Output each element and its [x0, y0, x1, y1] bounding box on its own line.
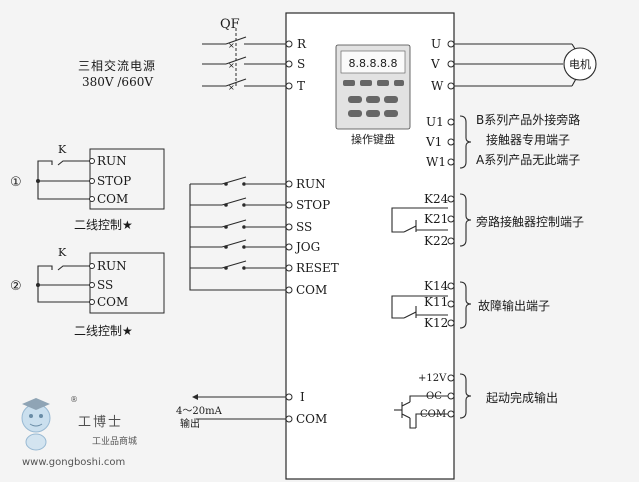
- bypass-note-line3: A系列产品无此端子: [476, 153, 580, 167]
- two-wire-1-run: RUN: [97, 154, 127, 168]
- keyboard-display: [340, 50, 406, 74]
- terminal-k12: K12: [424, 316, 448, 330]
- breaker-switch: × × ×: [202, 28, 289, 92]
- start-complete-label: 起动完成输出: [486, 390, 558, 405]
- two-wire-2-com: COM: [97, 295, 128, 309]
- terminal-v1: V1: [425, 135, 442, 149]
- terminal-t: T: [297, 79, 305, 93]
- terminal-u1: U1: [426, 115, 444, 129]
- terminal-k14: K14: [424, 279, 449, 293]
- two-wire-2-ss: SS: [97, 278, 113, 292]
- terminal-i: I: [300, 390, 305, 404]
- key-6[interactable]: [366, 96, 380, 103]
- key-5[interactable]: [348, 96, 362, 103]
- two-wire-1-number: ①: [10, 175, 22, 190]
- fault-relay-symbol: [391, 295, 448, 319]
- fault-output-label: 故障输出端子: [478, 298, 550, 313]
- key-3[interactable]: [377, 80, 389, 86]
- analog-output-label: 输出: [180, 417, 200, 430]
- key-10[interactable]: [384, 110, 398, 117]
- bypass-note-line1: B系列产品外接旁路: [476, 112, 580, 127]
- two-wire-2-switch-label: K: [58, 246, 67, 259]
- motor-label: 电机: [569, 57, 591, 71]
- breaker-label: QF: [220, 17, 240, 32]
- terminal-u: U: [431, 37, 441, 51]
- keyboard-label: 操作键盘: [351, 132, 395, 146]
- control-inputs: [189, 176, 293, 294]
- bypass-note-line2: 接触器专用端子: [486, 132, 570, 147]
- terminal-ss: SS: [296, 220, 312, 234]
- power-supply-voltage: 380V /660V: [82, 75, 153, 89]
- two-wire-2-caption: 二线控制★: [74, 324, 133, 338]
- terminal-reset: RESET: [296, 261, 339, 275]
- watermark-brand: 工博士: [78, 415, 123, 430]
- two-wire-2-number: ②: [10, 279, 22, 294]
- operation-keyboard: 8.8.8.8.8 操作键盘: [335, 44, 411, 146]
- terminal-w: W: [431, 79, 444, 93]
- bypass-relay-symbol: [391, 207, 448, 233]
- key-7[interactable]: [384, 96, 398, 103]
- two-wire-1-stop: STOP: [97, 174, 131, 188]
- key-2[interactable]: [360, 80, 372, 86]
- terminal-stop: STOP: [296, 198, 330, 212]
- analog-output-range: 4～20mA: [176, 406, 223, 417]
- terminal-v: V: [430, 57, 440, 71]
- mascot-icon: [21, 398, 51, 451]
- terminal-k24: K24: [424, 192, 449, 206]
- terminal-com-analog: COM: [296, 412, 327, 426]
- terminal-s: S: [297, 57, 305, 71]
- svg-text:×: ×: [228, 61, 235, 70]
- two-wire-1-caption: 二线控制★: [74, 218, 133, 232]
- terminal-w1: W1: [426, 155, 446, 169]
- terminal-com: COM: [296, 283, 327, 297]
- transistor-symbol: [394, 395, 448, 429]
- two-wire-1-switch-label: K: [58, 143, 67, 156]
- terminal-k21: K21: [424, 212, 448, 226]
- watermark-registered: ®: [70, 395, 78, 404]
- two-wire-1-com: COM: [97, 192, 128, 206]
- svg-text:×: ×: [228, 41, 235, 50]
- two-wire-control-1: ① K RUN STOP COM 二线控制★: [10, 143, 165, 232]
- power-supply-label: 三相交流电源: [78, 58, 156, 73]
- svg-text:×: ×: [228, 83, 235, 92]
- key-8[interactable]: [348, 110, 362, 117]
- two-wire-2-run: RUN: [97, 259, 127, 273]
- key-1[interactable]: [343, 80, 355, 86]
- watermark-tagline: 工业品商城: [92, 435, 137, 447]
- terminal-k22: K22: [424, 234, 448, 248]
- motor-symbol: [563, 47, 597, 81]
- watermark-url: www.gongboshi.com: [22, 457, 125, 468]
- control-switches: [221, 176, 289, 270]
- terminal-12v: +12V: [418, 373, 447, 384]
- terminal-k11: K11: [424, 295, 448, 309]
- terminal-run: RUN: [296, 177, 326, 191]
- terminal-r: R: [297, 37, 307, 51]
- two-wire-control-2: ② K RUN SS COM 二线控制★: [10, 246, 165, 338]
- key-9[interactable]: [366, 110, 380, 117]
- key-4[interactable]: [394, 80, 404, 86]
- keyboard-display-digits: 8.8.8.8.8: [349, 57, 398, 70]
- bypass-contactor-label: 旁路接触器控制端子: [476, 214, 584, 229]
- watermark: 工博士 ® 工业品商城 www.gongboshi.com: [21, 395, 137, 468]
- terminal-jog: JOG: [294, 240, 320, 254]
